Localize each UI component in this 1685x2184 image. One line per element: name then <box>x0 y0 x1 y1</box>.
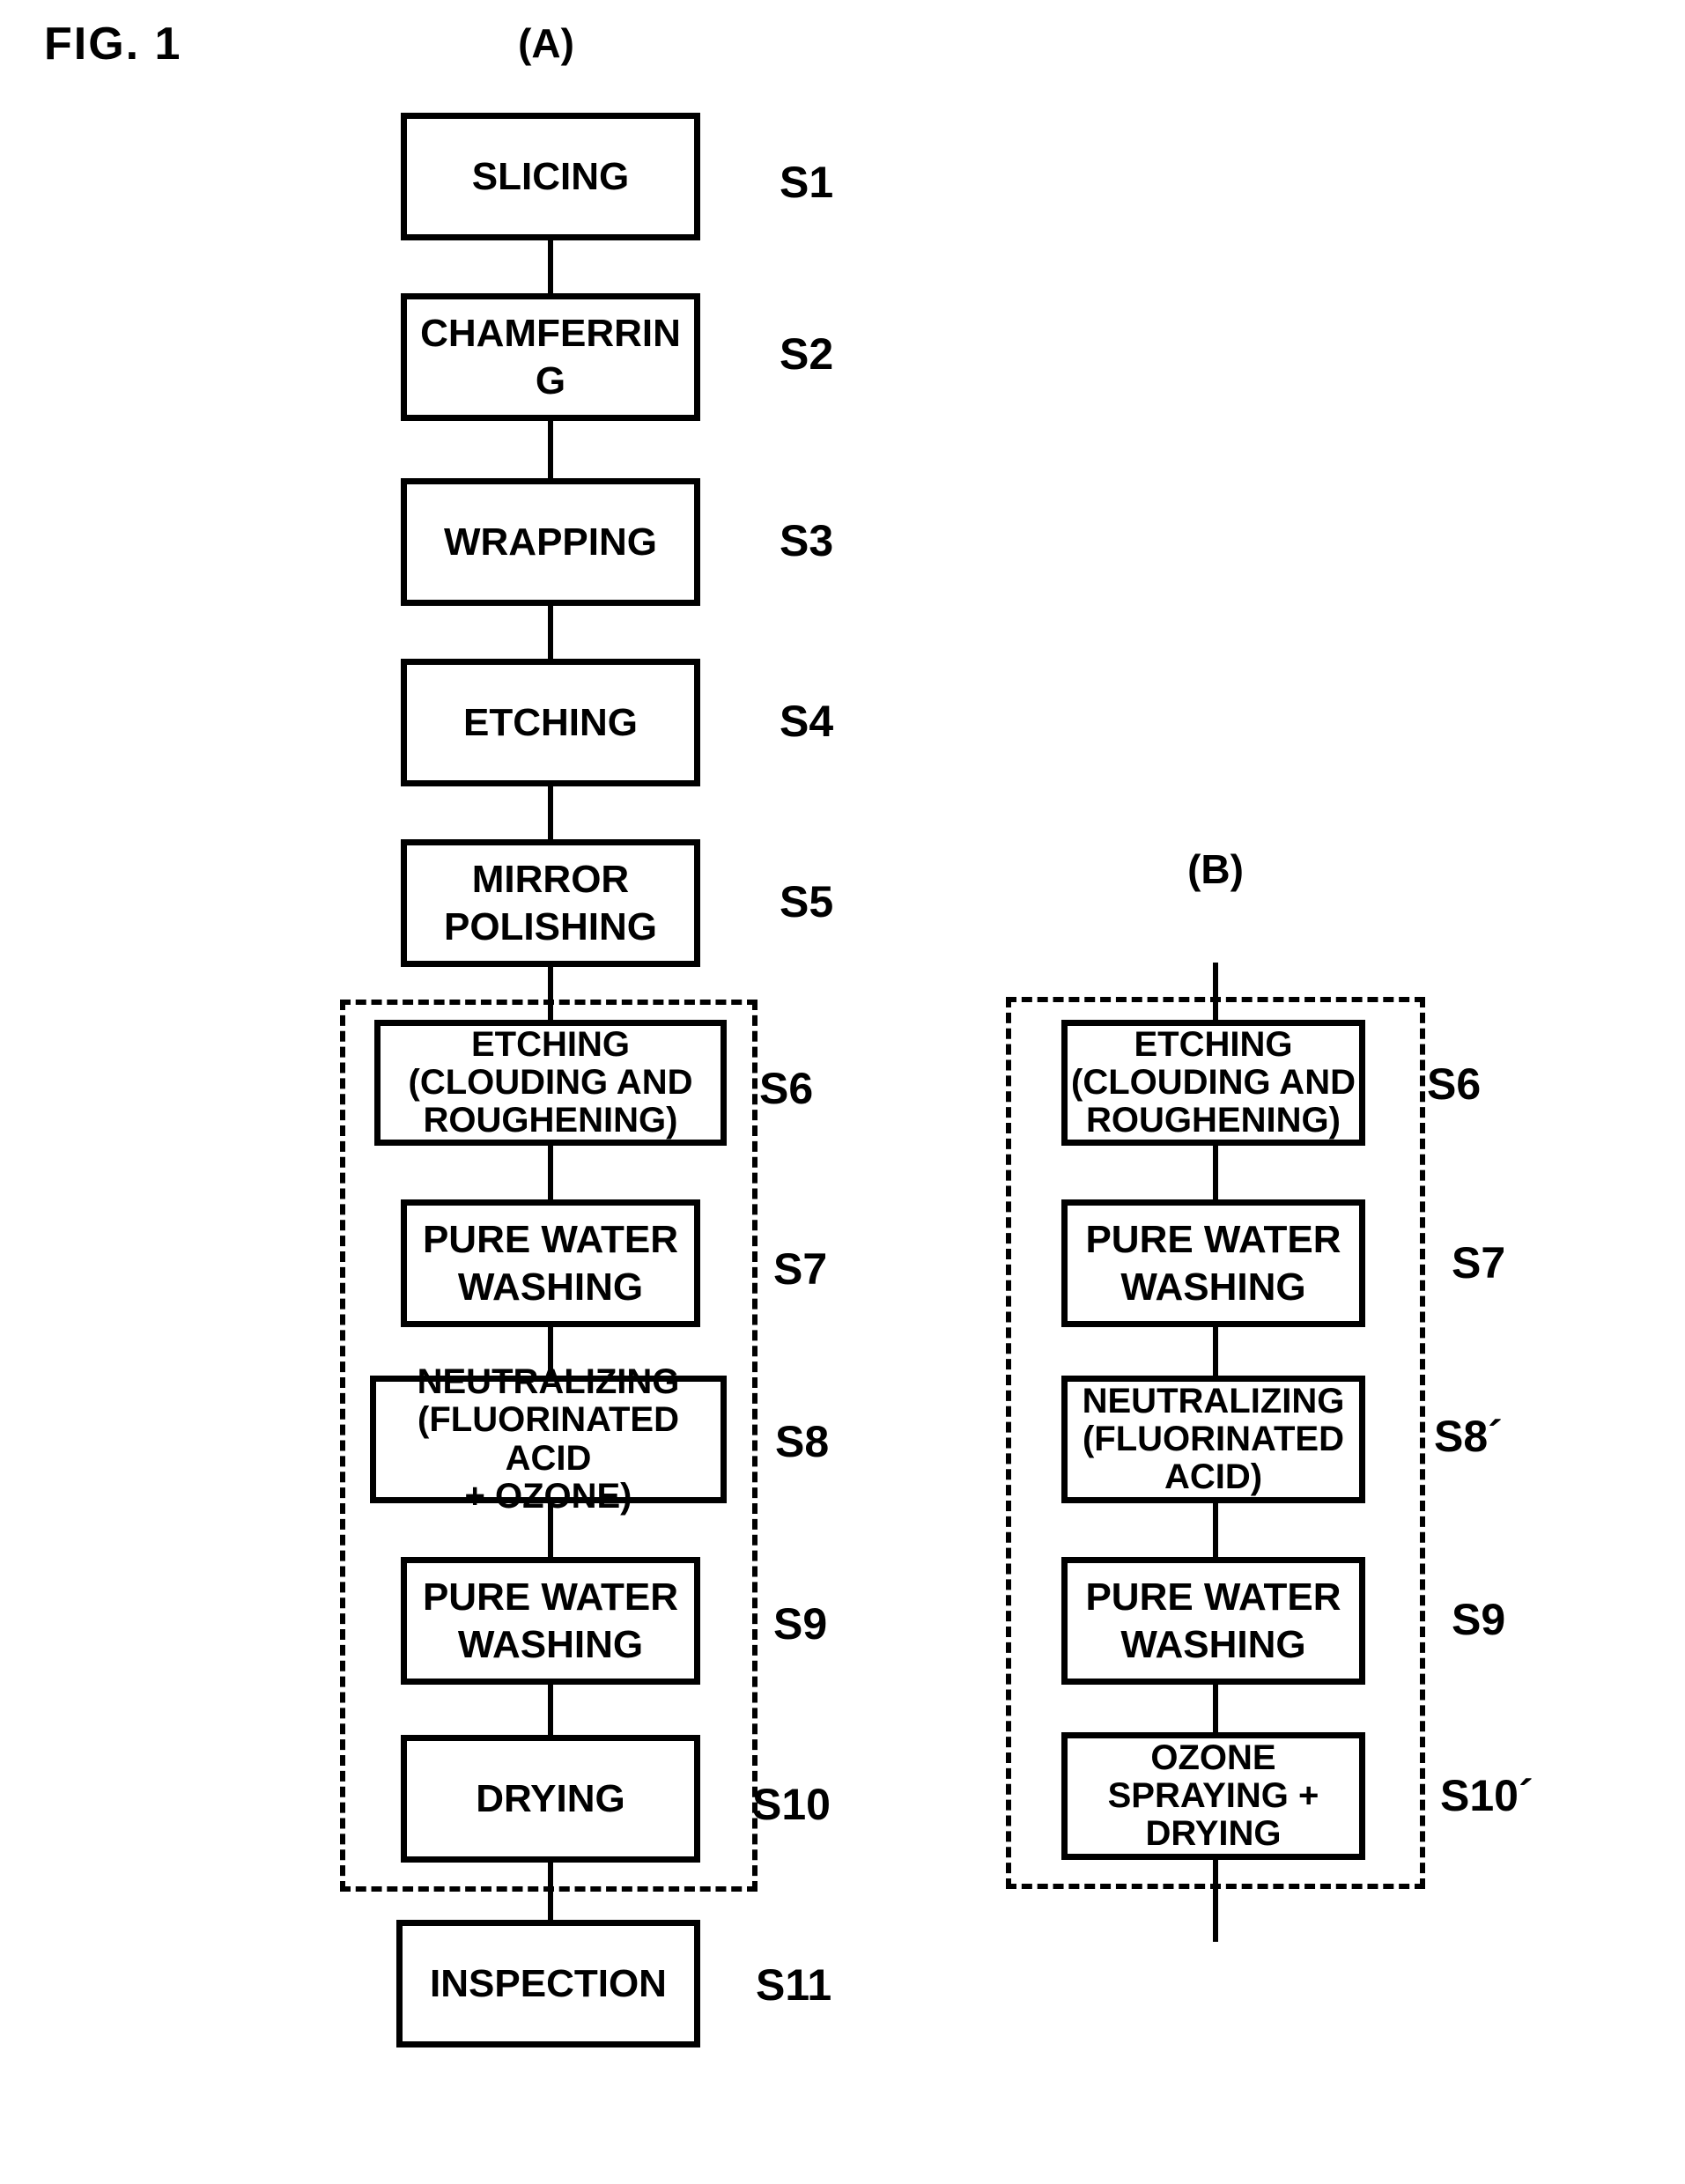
flow-box-b-s9-pure-water-washing: PURE WATER WASHING <box>1061 1557 1365 1685</box>
step-label-a-s2: S2 <box>780 329 834 379</box>
flow-box-a-s7-pure-water-washing: PURE WATER WASHING <box>401 1199 700 1327</box>
flow-box-a-s11-inspection: INSPECTION <box>396 1920 700 2048</box>
flow-box-a-s4-etching: ETCHING <box>401 659 700 786</box>
step-label-a-s9: S9 <box>773 1599 828 1649</box>
section-label-a: (A) <box>518 20 574 66</box>
connector-a-s5-s6 <box>548 966 553 1022</box>
connector-b-s8-s9 <box>1213 1503 1218 1558</box>
flow-box-b-s7-pure-water-washing: PURE WATER WASHING <box>1061 1199 1365 1327</box>
connector-b-s6-s7 <box>1213 1146 1218 1200</box>
connector-b-s9-s10 <box>1213 1685 1218 1734</box>
connector-b-s7-s8 <box>1213 1327 1218 1377</box>
flow-box-a-s8-neutralizing: NEUTRALIZING (FLUORINATED ACID + OZONE) <box>370 1363 727 1515</box>
connector-a-s8-s9 <box>548 1502 553 1559</box>
flow-box-a-s9-pure-water-washing: PURE WATER WASHING <box>401 1557 700 1685</box>
section-label-b: (B) <box>1187 846 1244 892</box>
connector-a-s6-s7 <box>548 1145 553 1201</box>
connector-a-s2-s3 <box>548 420 553 480</box>
connector-a-s4-s5 <box>548 786 553 841</box>
connector-a-s1-s2 <box>548 240 553 295</box>
connector-a-s7-s8 <box>548 1326 553 1377</box>
step-label-a-s3: S3 <box>780 516 834 565</box>
step-label-b-s6: S6 <box>1427 1059 1482 1109</box>
step-label-a-s1: S1 <box>780 158 834 207</box>
flow-box-a-s10-drying: DRYING <box>401 1735 700 1863</box>
flow-box-b-s6-etching-clouding: ETCHING (CLOUDING AND ROUGHENING) <box>1061 1020 1365 1146</box>
step-label-b-s10: S10´ <box>1440 1771 1533 1820</box>
step-label-b-s7: S7 <box>1452 1238 1506 1288</box>
flow-box-a-s1-slicing: SLICING <box>401 113 700 240</box>
flow-box-a-s6-etching-clouding: ETCHING (CLOUDING AND ROUGHENING) <box>374 1020 727 1146</box>
step-label-a-s8: S8 <box>775 1417 830 1466</box>
connector-a-s3-s4 <box>548 605 553 660</box>
connector-b-entry <box>1213 963 1218 1021</box>
step-label-b-s8: S8´ <box>1434 1412 1503 1461</box>
flow-box-b-s8-neutralizing: NEUTRALIZING (FLUORINATED ACID) <box>1061 1376 1365 1503</box>
flow-box-a-s5-mirror-polishing: MIRROR POLISHING <box>401 839 700 967</box>
step-label-a-s6: S6 <box>759 1064 814 1113</box>
step-label-a-s4: S4 <box>780 697 834 746</box>
flow-box-a-s3-wrapping: WRAPPING <box>401 478 700 606</box>
flow-box-b-s10-ozone-spraying-drying: OZONE SPRAYING + DRYING <box>1061 1732 1365 1860</box>
step-label-b-s9: S9 <box>1452 1595 1506 1644</box>
step-label-a-s5: S5 <box>780 877 834 926</box>
flow-box-a-s2-chamferring: CHAMFERRIN G <box>401 293 700 421</box>
step-label-a-s10: S10 <box>752 1780 831 1829</box>
step-label-a-s7: S7 <box>773 1244 828 1294</box>
figure-title: FIG. 1 <box>44 18 182 70</box>
connector-a-s10-s11 <box>548 1862 553 1922</box>
connector-a-s9-s10 <box>548 1684 553 1737</box>
step-label-a-s11: S11 <box>756 1960 832 2010</box>
connector-b-exit <box>1213 1860 1218 1942</box>
